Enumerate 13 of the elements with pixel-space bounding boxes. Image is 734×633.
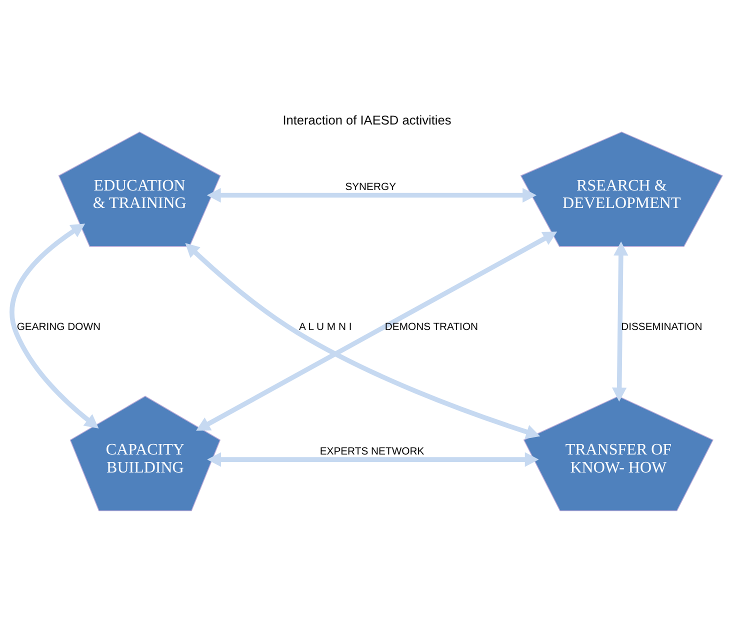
arrow xyxy=(196,231,558,430)
diagram-title: Interaction of IAESD activities xyxy=(282,112,452,128)
arrow xyxy=(207,452,539,466)
arrow xyxy=(10,223,99,428)
arrow xyxy=(206,187,537,202)
arrow xyxy=(612,241,628,402)
edge-label: DISSEMINATION xyxy=(621,322,702,333)
edge-label: GEARING DOWN xyxy=(16,322,101,333)
edge-label: DEMONS TRATION xyxy=(384,322,478,333)
edge-label: A L U M N I xyxy=(298,322,352,333)
edge-label: EXPERTS NETWORK xyxy=(320,446,424,457)
arrow xyxy=(185,242,540,438)
edge-label: SYNERGY xyxy=(345,182,396,192)
